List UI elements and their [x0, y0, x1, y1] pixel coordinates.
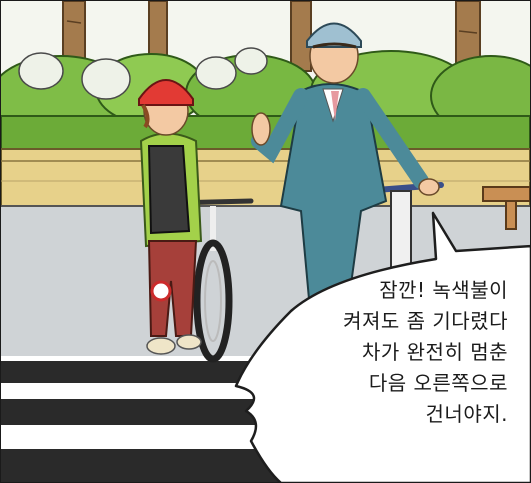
adult-man — [251, 22, 440, 357]
speech-line-5: 건너야지. — [425, 402, 508, 426]
speech-line-3: 차가 완전히 멈춘 — [361, 340, 508, 364]
child-cyclist — [138, 79, 203, 355]
speech-bubble-text: 잠깐! 녹색불이 켜져도 좀 기다렸다 차가 완전히 멈춘 다음 오른쪽으로 건… — [278, 275, 508, 430]
bench — [482, 186, 530, 230]
speech-line-4: 다음 오른쪽으로 — [368, 371, 508, 395]
speech-line-1: 잠깐! 녹색불이 — [379, 278, 508, 302]
low-wall — [1, 148, 530, 208]
speech-line-2: 켜져도 좀 기다렸다 — [343, 309, 508, 333]
speech-bubble — [234, 211, 530, 482]
